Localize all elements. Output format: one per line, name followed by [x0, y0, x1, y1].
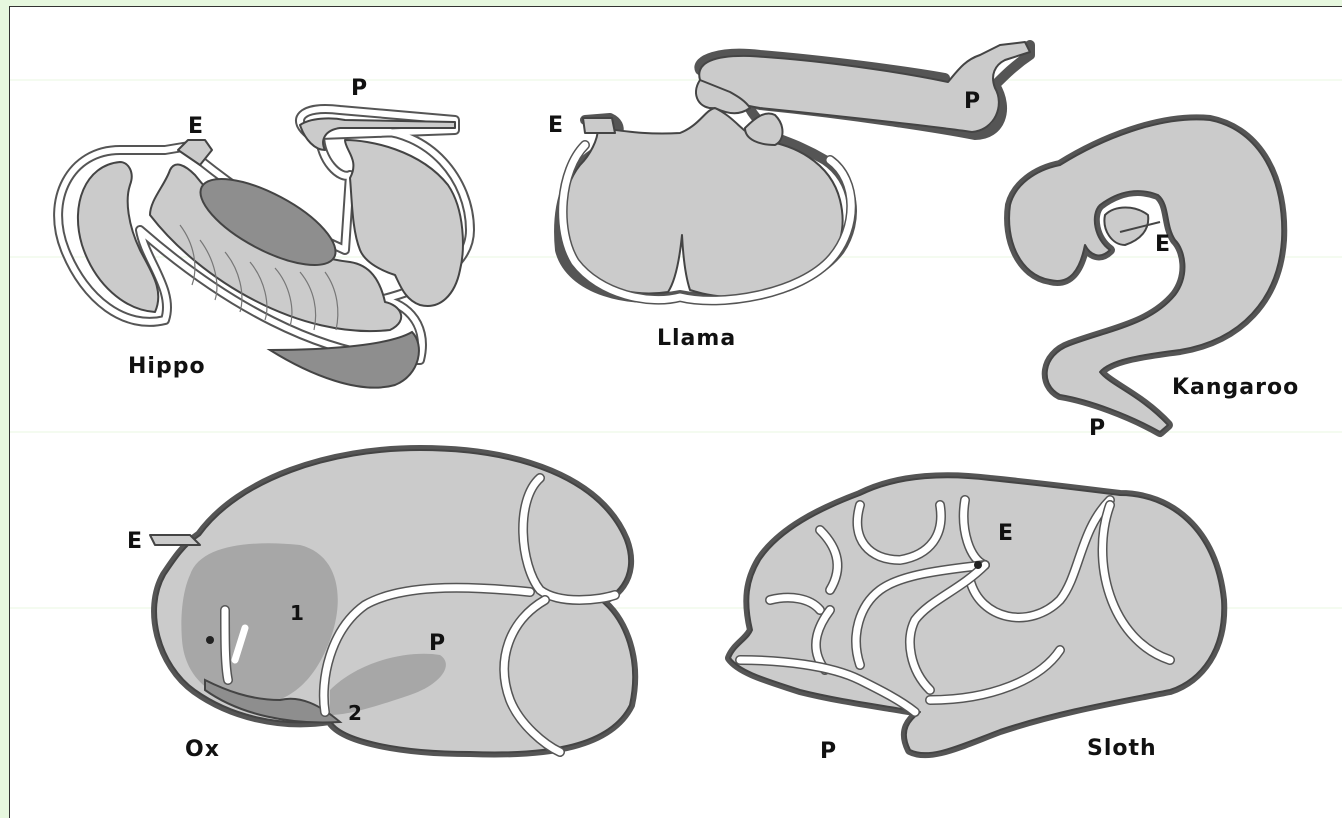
- sloth-pylorus-label: P: [820, 739, 836, 764]
- llama-name: Llama: [657, 326, 736, 351]
- sloth-name: Sloth: [1087, 736, 1157, 761]
- hippo-name: Hippo: [128, 354, 206, 379]
- hippo-pylorus-label: P: [351, 76, 367, 101]
- llama-esophagus-label: E: [548, 113, 563, 138]
- ox-stomach: [150, 450, 633, 752]
- kangaroo-pylorus-label: P: [1089, 416, 1105, 441]
- ox-region-1-label: 1: [290, 601, 304, 625]
- ox-region-2-label: 2: [348, 701, 362, 725]
- llama-pylorus-label: P: [964, 89, 980, 114]
- ox-esophagus-label: E: [127, 529, 142, 554]
- hippo-esophagus-label: E: [188, 114, 203, 139]
- llama-stomach: [559, 42, 1030, 300]
- kangaroo-esophagus-label: E: [1155, 232, 1170, 257]
- hippo-stomach: [58, 109, 470, 388]
- sloth-stomach: [730, 477, 1222, 753]
- kangaroo-name: Kangaroo: [1172, 375, 1299, 400]
- sloth-esophagus-label: E: [998, 521, 1013, 546]
- ox-name: Ox: [185, 737, 220, 762]
- ox-pylorus-label: P: [429, 631, 445, 656]
